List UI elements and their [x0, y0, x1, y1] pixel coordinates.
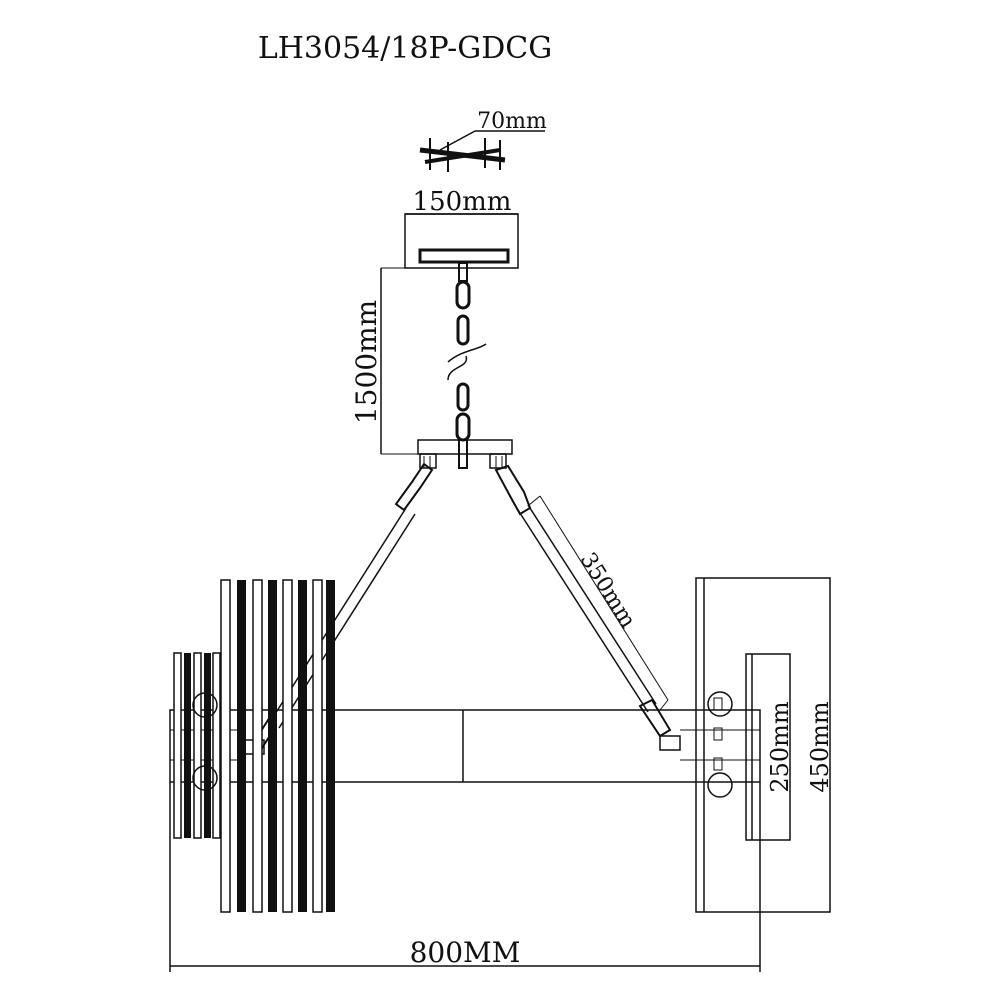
- overall-width-dimension: [169, 782, 761, 972]
- chain-length-dimension: [380, 267, 462, 455]
- canopy-depth-label: 70mm: [477, 109, 547, 134]
- right-arm: [494, 464, 681, 751]
- ceiling-canopy: [404, 213, 519, 269]
- model-title: LH3054/18P-GDCG: [258, 31, 552, 66]
- mounting-bracket: [419, 130, 545, 172]
- canopy-width-label: 150mm: [413, 187, 512, 217]
- overall-width-label: 800MM: [410, 936, 521, 969]
- suspension-chain: [447, 262, 487, 469]
- chain-length-label: 1500mm: [350, 300, 383, 424]
- inner-height-label: 250mm: [766, 701, 794, 793]
- hub-plate: [417, 439, 513, 469]
- outer-height-label: 450mm: [806, 701, 834, 793]
- left-glass-panels: [173, 579, 335, 913]
- right-glass-panels: [695, 577, 831, 913]
- arm-length-label: 350mm: [575, 548, 641, 632]
